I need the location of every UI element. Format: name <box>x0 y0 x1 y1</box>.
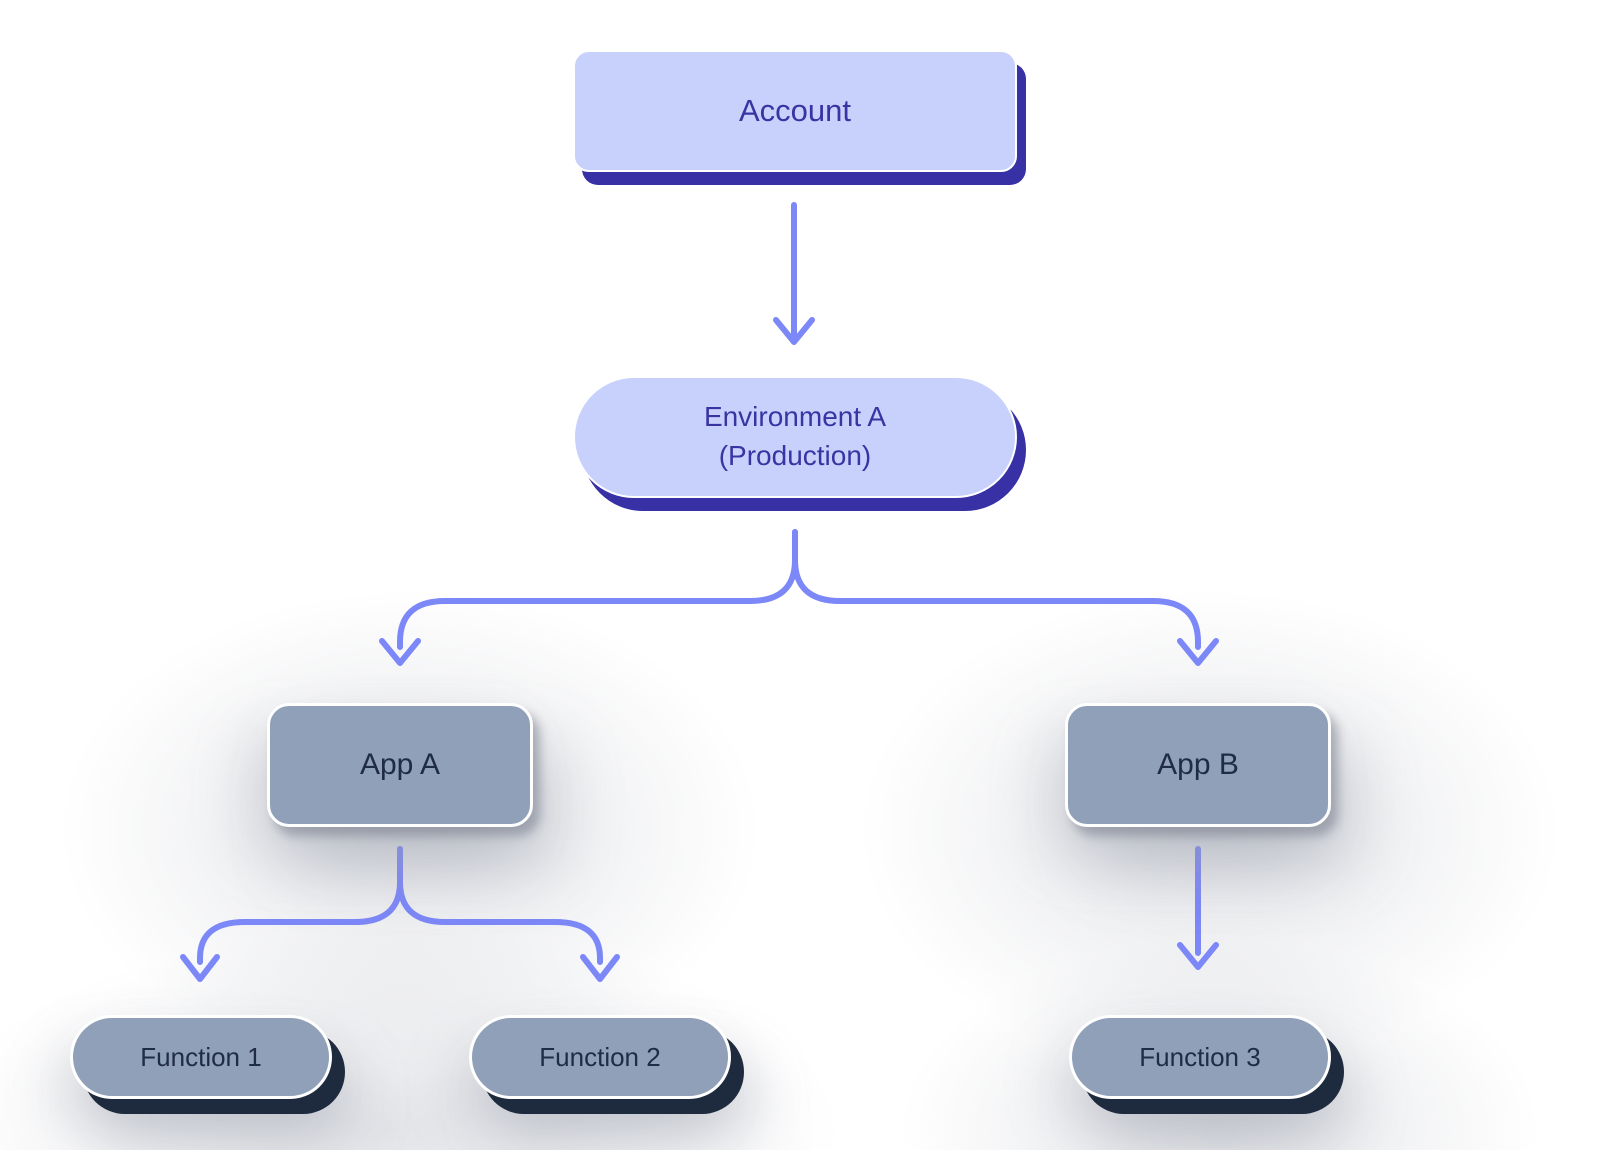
soft-glow <box>860 590 1560 1070</box>
edge-app-a-function-1 <box>180 846 403 982</box>
node-function-2: Function 2 <box>469 1015 731 1099</box>
edge-account-environment <box>773 202 815 345</box>
node-function-1: Function 1 <box>70 1015 332 1099</box>
node-account: Account <box>573 50 1017 172</box>
soft-glow <box>60 590 760 1070</box>
node-account-label: Account <box>738 93 851 128</box>
edge-app-a-function-2 <box>397 846 620 982</box>
node-app-a: App A <box>267 703 533 827</box>
edge-environment-app-b <box>792 529 1219 666</box>
node-app-b-label: App B <box>1157 748 1239 781</box>
edge-environment-app-a <box>379 529 798 666</box>
node-environment-a-label: Environment A <box>703 401 887 433</box>
node-function-2-label: Function 2 <box>539 1041 661 1072</box>
node-environment-a-sublabel: (Production) <box>718 440 872 471</box>
node-environment-a: Environment A (Production) <box>573 376 1017 498</box>
node-app-a-label: App A <box>359 748 441 781</box>
node-app-b: App B <box>1065 703 1331 827</box>
node-function-1-label: Function 1 <box>140 1041 262 1072</box>
node-function-3: Function 3 <box>1069 1015 1331 1099</box>
node-function-3-label: Function 3 <box>1139 1041 1261 1072</box>
edge-app-b-function-3 <box>1177 846 1219 970</box>
